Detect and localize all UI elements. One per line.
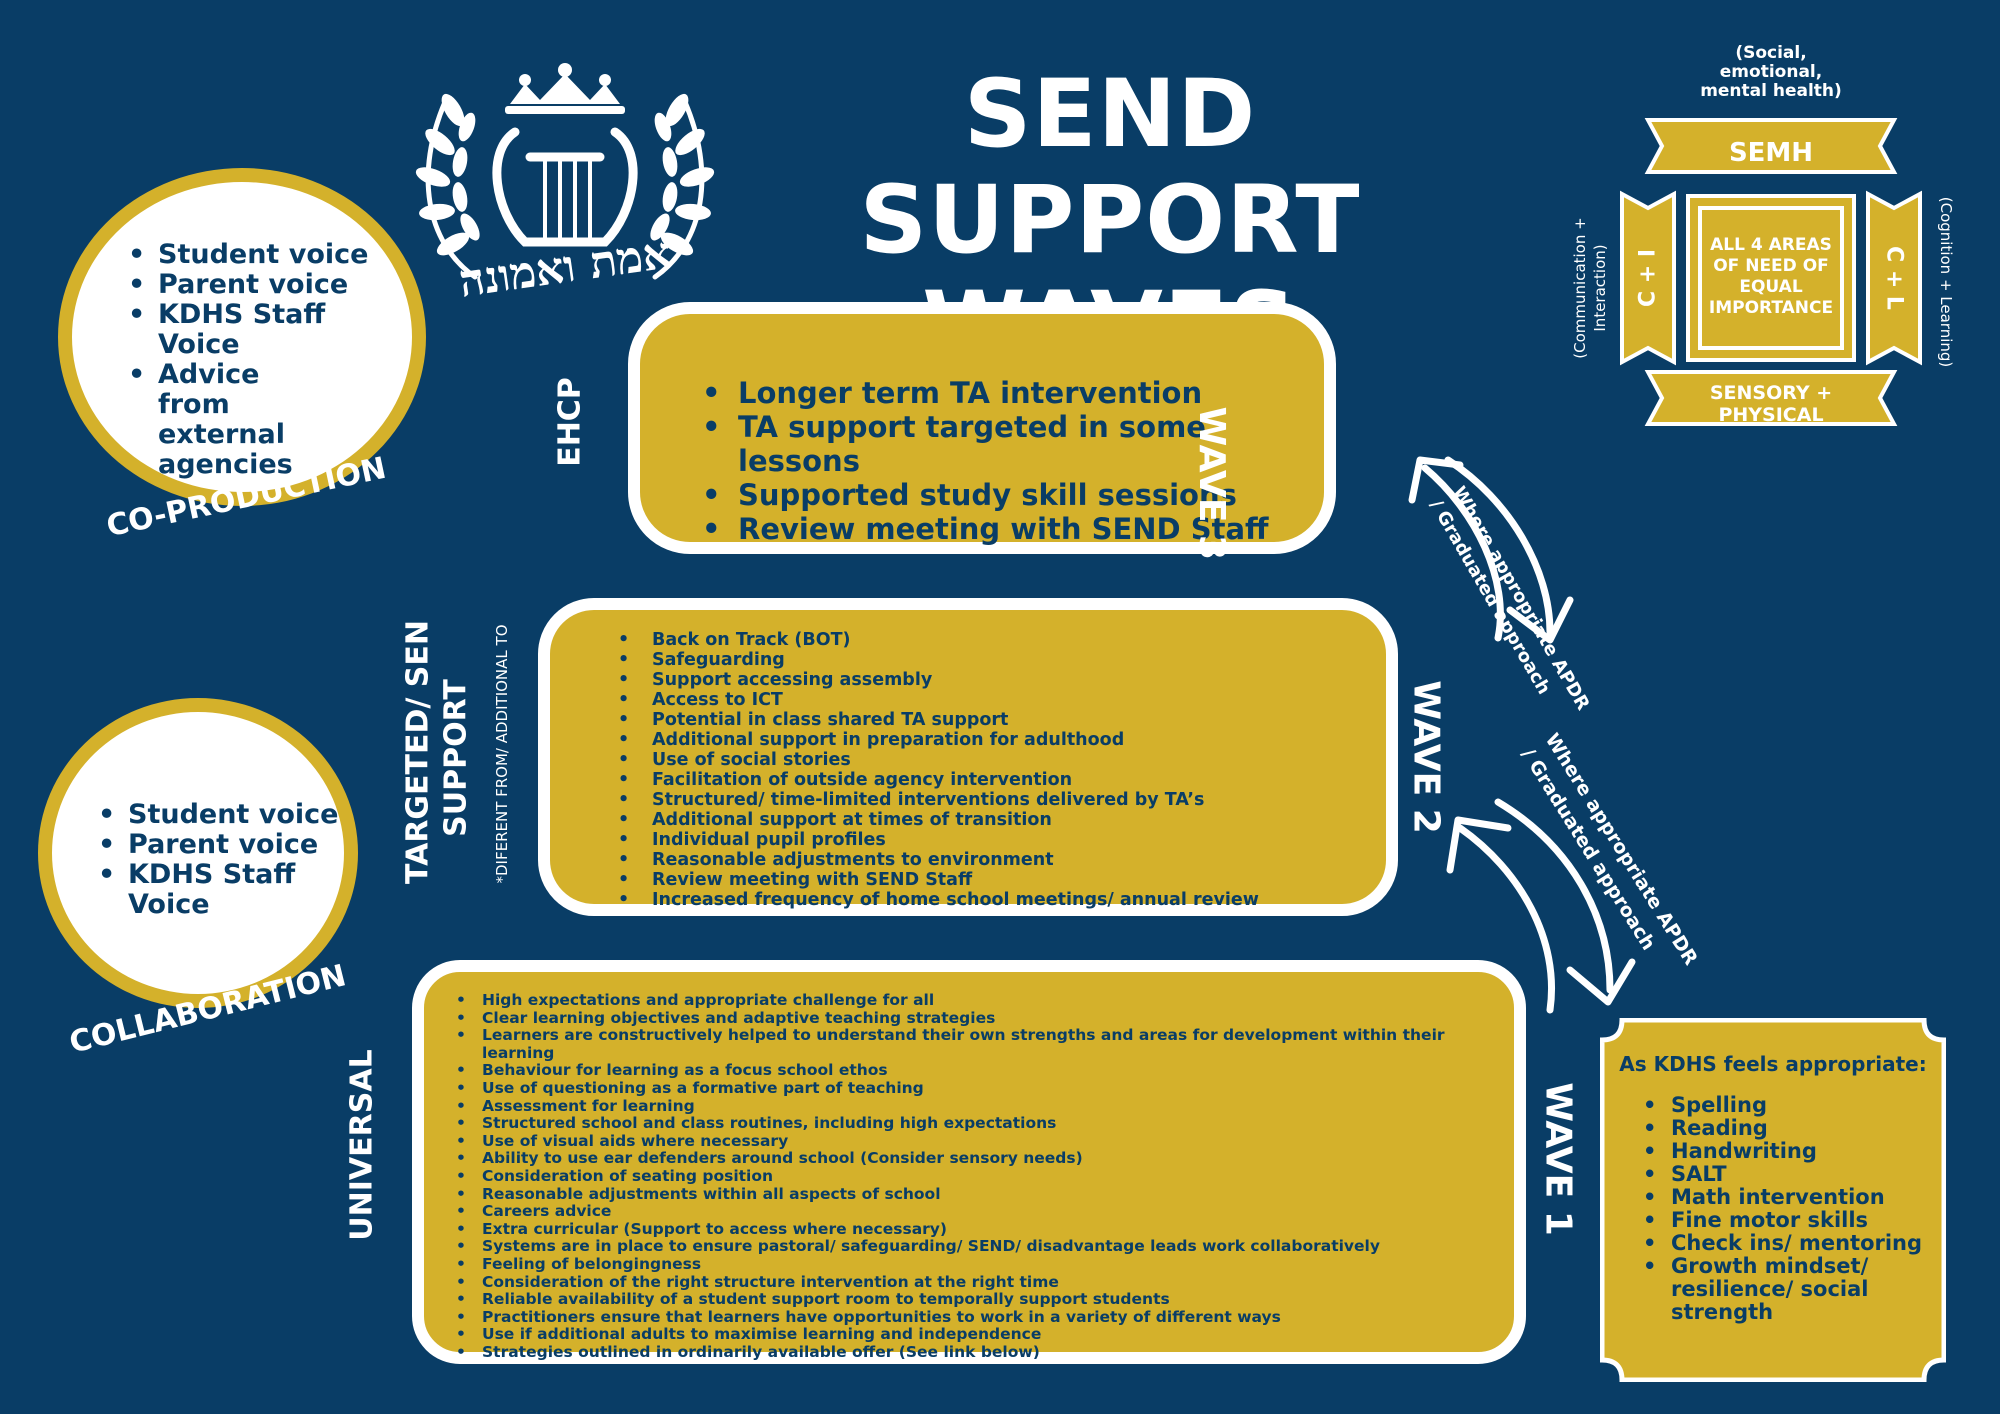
list-item: Parent voice [94, 830, 344, 861]
list-item: Use of questioning as a formative part o… [456, 1079, 1514, 1098]
curved-arrow-lower-icon [1446, 798, 1636, 1014]
list-item: Fine motor skills [1603, 1209, 1943, 1233]
wave3-box: Longer term TA intervention TA support t… [628, 302, 1336, 554]
targeted-note: *DIFERENT FROM/ ADDITIONAL TO [493, 624, 511, 884]
list-item: Access to ICT [618, 690, 1386, 710]
universal-label: UNIVERSAL [344, 1049, 380, 1241]
list-item: Student voice [94, 800, 344, 831]
list-item: Student voice [124, 240, 412, 271]
list-item: Ability to use ear defenders around scho… [456, 1150, 1514, 1168]
list-item: Reasonable adjustments to environment [618, 850, 1386, 870]
center-label-line-3: EQUAL [1739, 277, 1803, 297]
list-item: High expectations and appropriate challe… [456, 991, 1514, 1010]
collaboration-circle: Student voice Parent voice KDHS Staff Vo… [38, 698, 358, 1008]
semh-note-line-1: (Social, [1735, 43, 1807, 63]
ci-note: (Communication + Interaction) [1570, 217, 1610, 358]
semh-note-line-2: emotional, [1719, 62, 1823, 82]
coproduction-circle: Student voice Parent voice KDHS Staff Vo… [58, 168, 426, 506]
list-item: Individual pupil profiles [618, 830, 1386, 850]
collaboration-list: Student voice Parent voice KDHS Staff Vo… [94, 800, 344, 920]
targeted-label-line-2: SUPPORT [438, 679, 474, 837]
list-item: Systems are in place to ensure pastoral/… [456, 1238, 1514, 1256]
list-item: Use if additional adults to maximise lea… [456, 1326, 1514, 1344]
wave2-list: Back on Track (BOT) Safeguarding Support… [618, 630, 1386, 910]
list-item: Safeguarding [618, 650, 1386, 670]
kdhs-list: Spelling Reading Handwriting SALT Math i… [1603, 1094, 1943, 1324]
list-item: Additional support in preparation for ad… [618, 730, 1386, 750]
semh-note-line-3: mental health) [1700, 81, 1842, 101]
wave1-list: High expectations and appropriate challe… [456, 991, 1514, 1362]
center-label: ALL 4 AREAS OF NEED OF EQUAL IMPORTANCE [1700, 235, 1842, 319]
cl-label: C + L [1881, 246, 1907, 310]
list-item: Potential in class shared TA support [618, 710, 1386, 730]
list-item: SALT [1603, 1163, 1943, 1187]
list-item: KDHS Staff Voice [94, 860, 308, 920]
areas-of-need-icon [1620, 118, 1922, 426]
sensory-label: SENSORY + PHYSICAL [1670, 382, 1872, 426]
wave3-label: WAVE 3 [1191, 406, 1233, 561]
kdhs-heading: As KDHS feels appropriate: [1619, 1052, 1927, 1076]
ci-label: C + I [1635, 248, 1661, 308]
list-item: Growth mindset/ resilience/ social stren… [1603, 1255, 1943, 1324]
list-item: Reliable availability of a student suppo… [456, 1290, 1514, 1309]
list-item: Reasonable adjustments within all aspect… [456, 1185, 1514, 1204]
list-item: Check ins/ mentoring [1603, 1232, 1943, 1256]
semh-label: SEMH [1728, 138, 1814, 168]
kdhs-panel: As KDHS feels appropriate: Spelling Read… [1603, 1020, 1943, 1380]
ci-note-line-1: (Communication + [1571, 217, 1589, 359]
list-item: Back on Track (BOT) [618, 630, 1386, 650]
wave1-label: WAVE 1 [1537, 1082, 1579, 1236]
list-item: Careers advice [456, 1203, 1514, 1221]
coproduction-list: Student voice Parent voice KDHS Staff Vo… [124, 240, 412, 480]
list-item: Additional support at times of transitio… [618, 810, 1386, 830]
list-item: Review meeting with SEND Staff [618, 870, 1386, 890]
curved-arrow-upper-icon [1408, 456, 1574, 644]
list-item: Clear learning objectives and adaptive t… [456, 1009, 1514, 1028]
lyre-with-laurel-crown-icon [415, 63, 715, 280]
list-item: Behaviour for learning as a focus school… [456, 1062, 1514, 1080]
list-item: Learners are constructively helped to un… [456, 1026, 1514, 1062]
list-item: Practitioners ensure that learners have … [456, 1308, 1514, 1327]
list-item: KDHS Staff Voice [124, 300, 412, 360]
list-item: Strategies outlined in ordinarily availa… [456, 1343, 1514, 1362]
list-item: Support accessing assembly [618, 670, 1386, 690]
list-item: Increased frequency of home school meeti… [618, 890, 1386, 910]
semh-note: (Social, emotional, mental health) [1696, 44, 1846, 101]
list-item: Longer term TA intervention [702, 376, 1324, 410]
list-item: Advice from external agencies [124, 360, 328, 480]
list-item: Review meeting with SEND Staff [702, 512, 1324, 546]
center-label-line-1: ALL 4 AREAS [1710, 235, 1832, 255]
cl-note: (Cognition + Learning) [1937, 196, 1955, 368]
list-item: Extra curricular (Support to access wher… [456, 1220, 1514, 1239]
list-item: Consideration of the right structure int… [456, 1273, 1514, 1292]
ci-note-line-2: Interaction) [1591, 244, 1609, 332]
list-item: Spelling [1603, 1094, 1943, 1118]
ehcp-label: EHCP [552, 377, 588, 467]
list-item: Reading [1603, 1117, 1943, 1141]
list-item: Use of social stories [618, 750, 1386, 770]
wave1-box: High expectations and appropriate challe… [412, 960, 1526, 1364]
title-line-1: SEND SUPPORT [859, 60, 1361, 275]
list-item: Handwriting [1603, 1140, 1943, 1164]
list-item: Feeling of belongingness [456, 1255, 1514, 1274]
list-item: Assessment for learning [456, 1097, 1514, 1116]
list-item: Structured/ time-limited interventions d… [618, 790, 1386, 810]
sensory-label-line-1: SENSORY + [1709, 382, 1833, 404]
list-item: Facilitation of outside agency intervent… [618, 770, 1386, 790]
sensory-label-line-2: PHYSICAL [1718, 404, 1824, 426]
targeted-label-line-1: TARGETED/ SEN [400, 619, 436, 885]
center-label-line-4: IMPORTANCE [1708, 298, 1834, 318]
list-item: Parent voice [124, 270, 412, 301]
center-label-line-2: OF NEED OF [1713, 256, 1829, 276]
list-item: Structured school and class routines, in… [456, 1115, 1514, 1133]
list-item: Use of visual aids where necessary [456, 1132, 1514, 1151]
list-item: Supported study skill sessions [702, 478, 1324, 512]
list-item: TA support targeted in some lessons [702, 410, 1324, 478]
wave3-list: Longer term TA intervention TA support t… [702, 376, 1324, 546]
list-item: Math intervention [1603, 1186, 1943, 1210]
wave2-box: Back on Track (BOT) Safeguarding Support… [538, 598, 1398, 916]
list-item: Consideration of seating position [456, 1167, 1514, 1186]
